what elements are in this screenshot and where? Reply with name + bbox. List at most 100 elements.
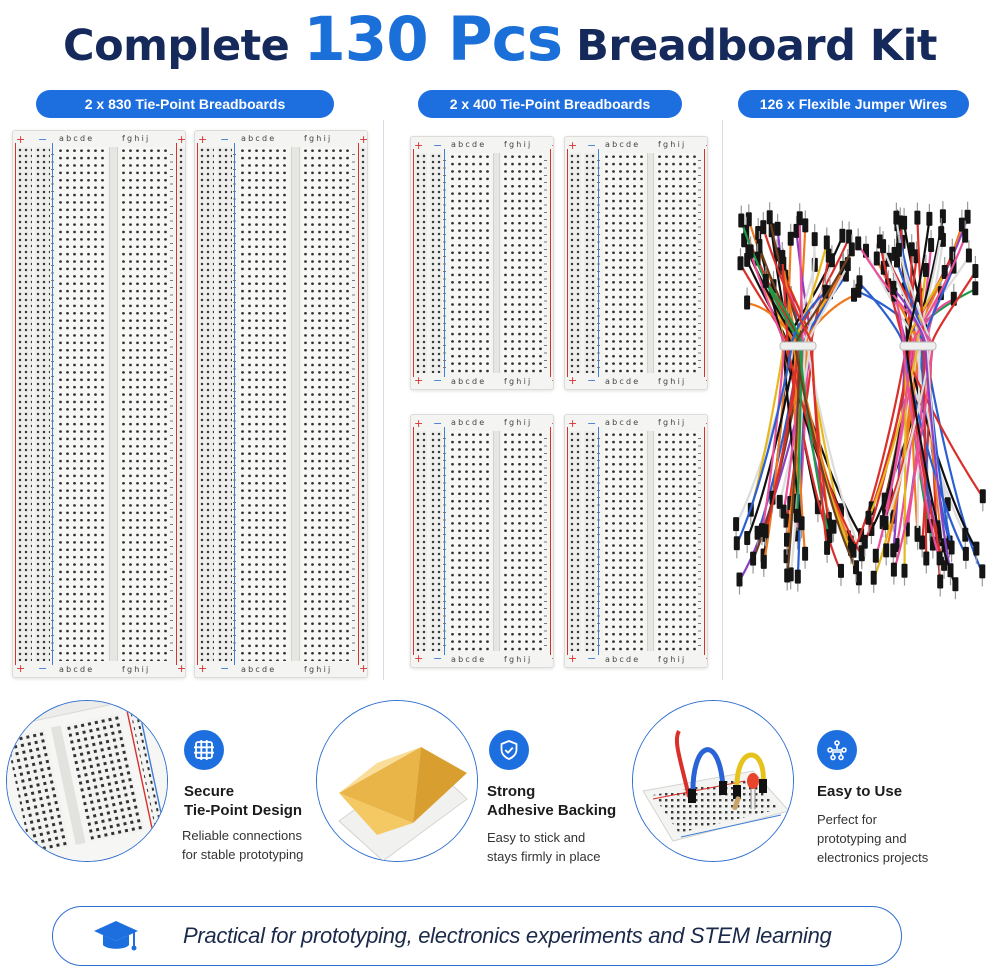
wire-connector — [958, 217, 965, 232]
feature-desc-line: Reliable connections — [182, 828, 302, 843]
wire-connector — [787, 231, 794, 246]
wire-connector — [883, 543, 890, 558]
power-rail-line-red — [197, 143, 198, 665]
wire-connector — [811, 232, 818, 247]
wire-connector — [736, 572, 743, 587]
wire-connector — [936, 551, 943, 566]
wire-connector — [855, 571, 862, 586]
wire-connector — [793, 223, 800, 238]
column-letters: abcde — [605, 418, 641, 427]
column-letters: abcde — [451, 140, 487, 149]
power-rail-line-red — [176, 143, 177, 665]
wire-connector — [870, 570, 877, 585]
wire-connector — [850, 543, 857, 558]
wire-connector — [733, 536, 740, 551]
column-letters: fghij — [658, 655, 687, 664]
plus-mark: + — [705, 418, 707, 429]
divider — [722, 120, 723, 680]
wire-connector — [928, 238, 935, 252]
column-letters: fghij — [304, 665, 333, 674]
terminal-strip — [656, 153, 698, 373]
wire-connector — [890, 562, 897, 577]
wire-connector — [802, 546, 809, 561]
minus-mark: − — [587, 652, 597, 665]
wire-connector — [737, 256, 744, 271]
column-letters: abcde — [451, 377, 487, 386]
wire-connector — [914, 527, 921, 542]
wire-connector — [908, 242, 915, 257]
minus-mark: − — [587, 374, 597, 387]
wire-connector — [872, 548, 879, 563]
jumper-wire — [806, 264, 863, 554]
plus-mark: + — [551, 375, 553, 386]
plus-mark: + — [198, 133, 208, 146]
wire-connector — [826, 529, 833, 544]
plus-mark: + — [16, 662, 26, 675]
wire-connector — [855, 236, 862, 251]
feature-desc-line: for stable prototyping — [182, 847, 304, 862]
wire-connector — [861, 534, 868, 549]
wire-connector — [962, 228, 969, 243]
wire-connector — [796, 211, 803, 226]
column-letters: abcde — [59, 665, 95, 674]
power-rail — [415, 153, 427, 373]
power-rail-line-red — [358, 143, 359, 665]
wire-connector — [824, 540, 831, 555]
power-rail — [706, 431, 707, 651]
power-rail — [706, 153, 707, 373]
wire-connector — [733, 517, 740, 532]
terminal-strip — [57, 147, 107, 661]
power-rail — [569, 431, 581, 651]
power-rail — [17, 147, 32, 661]
wire-connector — [858, 547, 865, 562]
wire-connector — [779, 250, 786, 264]
shield-check-icon — [489, 730, 529, 770]
power-rail — [584, 153, 596, 373]
minus-mark: − — [433, 139, 443, 152]
terminal-strip — [603, 153, 645, 373]
wire-connector — [780, 504, 787, 519]
feature-image-adhesive — [316, 700, 478, 862]
feature-image-usage — [632, 700, 794, 862]
minus-mark: − — [220, 133, 230, 146]
wire-connector — [766, 210, 773, 225]
plus-mark: + — [414, 652, 424, 665]
wire-connector — [784, 532, 790, 547]
wire-connector — [738, 213, 745, 228]
power-rail-line-red — [413, 427, 414, 655]
feature-desc-line: Easy to stick and — [487, 830, 586, 845]
wire-connector — [750, 551, 757, 566]
row-number-strip — [542, 157, 549, 369]
plus-mark: + — [568, 139, 578, 152]
jumper-wires-image — [728, 196, 1000, 606]
column-letters: fghij — [658, 418, 687, 427]
power-rail-line-red — [567, 427, 568, 655]
power-rail — [360, 147, 367, 661]
title-part-kit: Breadboard Kit — [576, 21, 937, 71]
feature-desc-adhesive: Easy to stick and stays firmly in place — [487, 828, 600, 866]
wire-connector — [882, 516, 889, 530]
plus-mark: + — [568, 417, 578, 430]
wire-connector — [794, 569, 801, 584]
wire-connector — [774, 221, 781, 236]
power-rail-line-red — [15, 143, 16, 665]
column-letters: fghij — [304, 134, 333, 143]
power-rail — [415, 431, 427, 651]
plus-mark: + — [359, 662, 368, 675]
column-letters: fghij — [504, 655, 533, 664]
graduation-cap-icon — [93, 919, 139, 960]
footer-banner-text: Practical for prototyping, electronics e… — [183, 923, 832, 948]
jumper-wire — [735, 291, 827, 545]
power-rail — [199, 147, 214, 661]
row-number-strip — [542, 435, 549, 647]
footer-banner: Practical for prototyping, electronics e… — [52, 906, 902, 966]
power-rail — [552, 153, 553, 373]
jumper-wire — [781, 257, 863, 556]
power-rail-line-red — [704, 427, 705, 655]
column-letters: fghij — [504, 418, 533, 427]
column-letters: abcde — [605, 377, 641, 386]
minus-mark: − — [38, 662, 48, 675]
feature-desc-line: Perfect for — [817, 812, 877, 827]
jumper-wires-illustration — [733, 201, 986, 600]
